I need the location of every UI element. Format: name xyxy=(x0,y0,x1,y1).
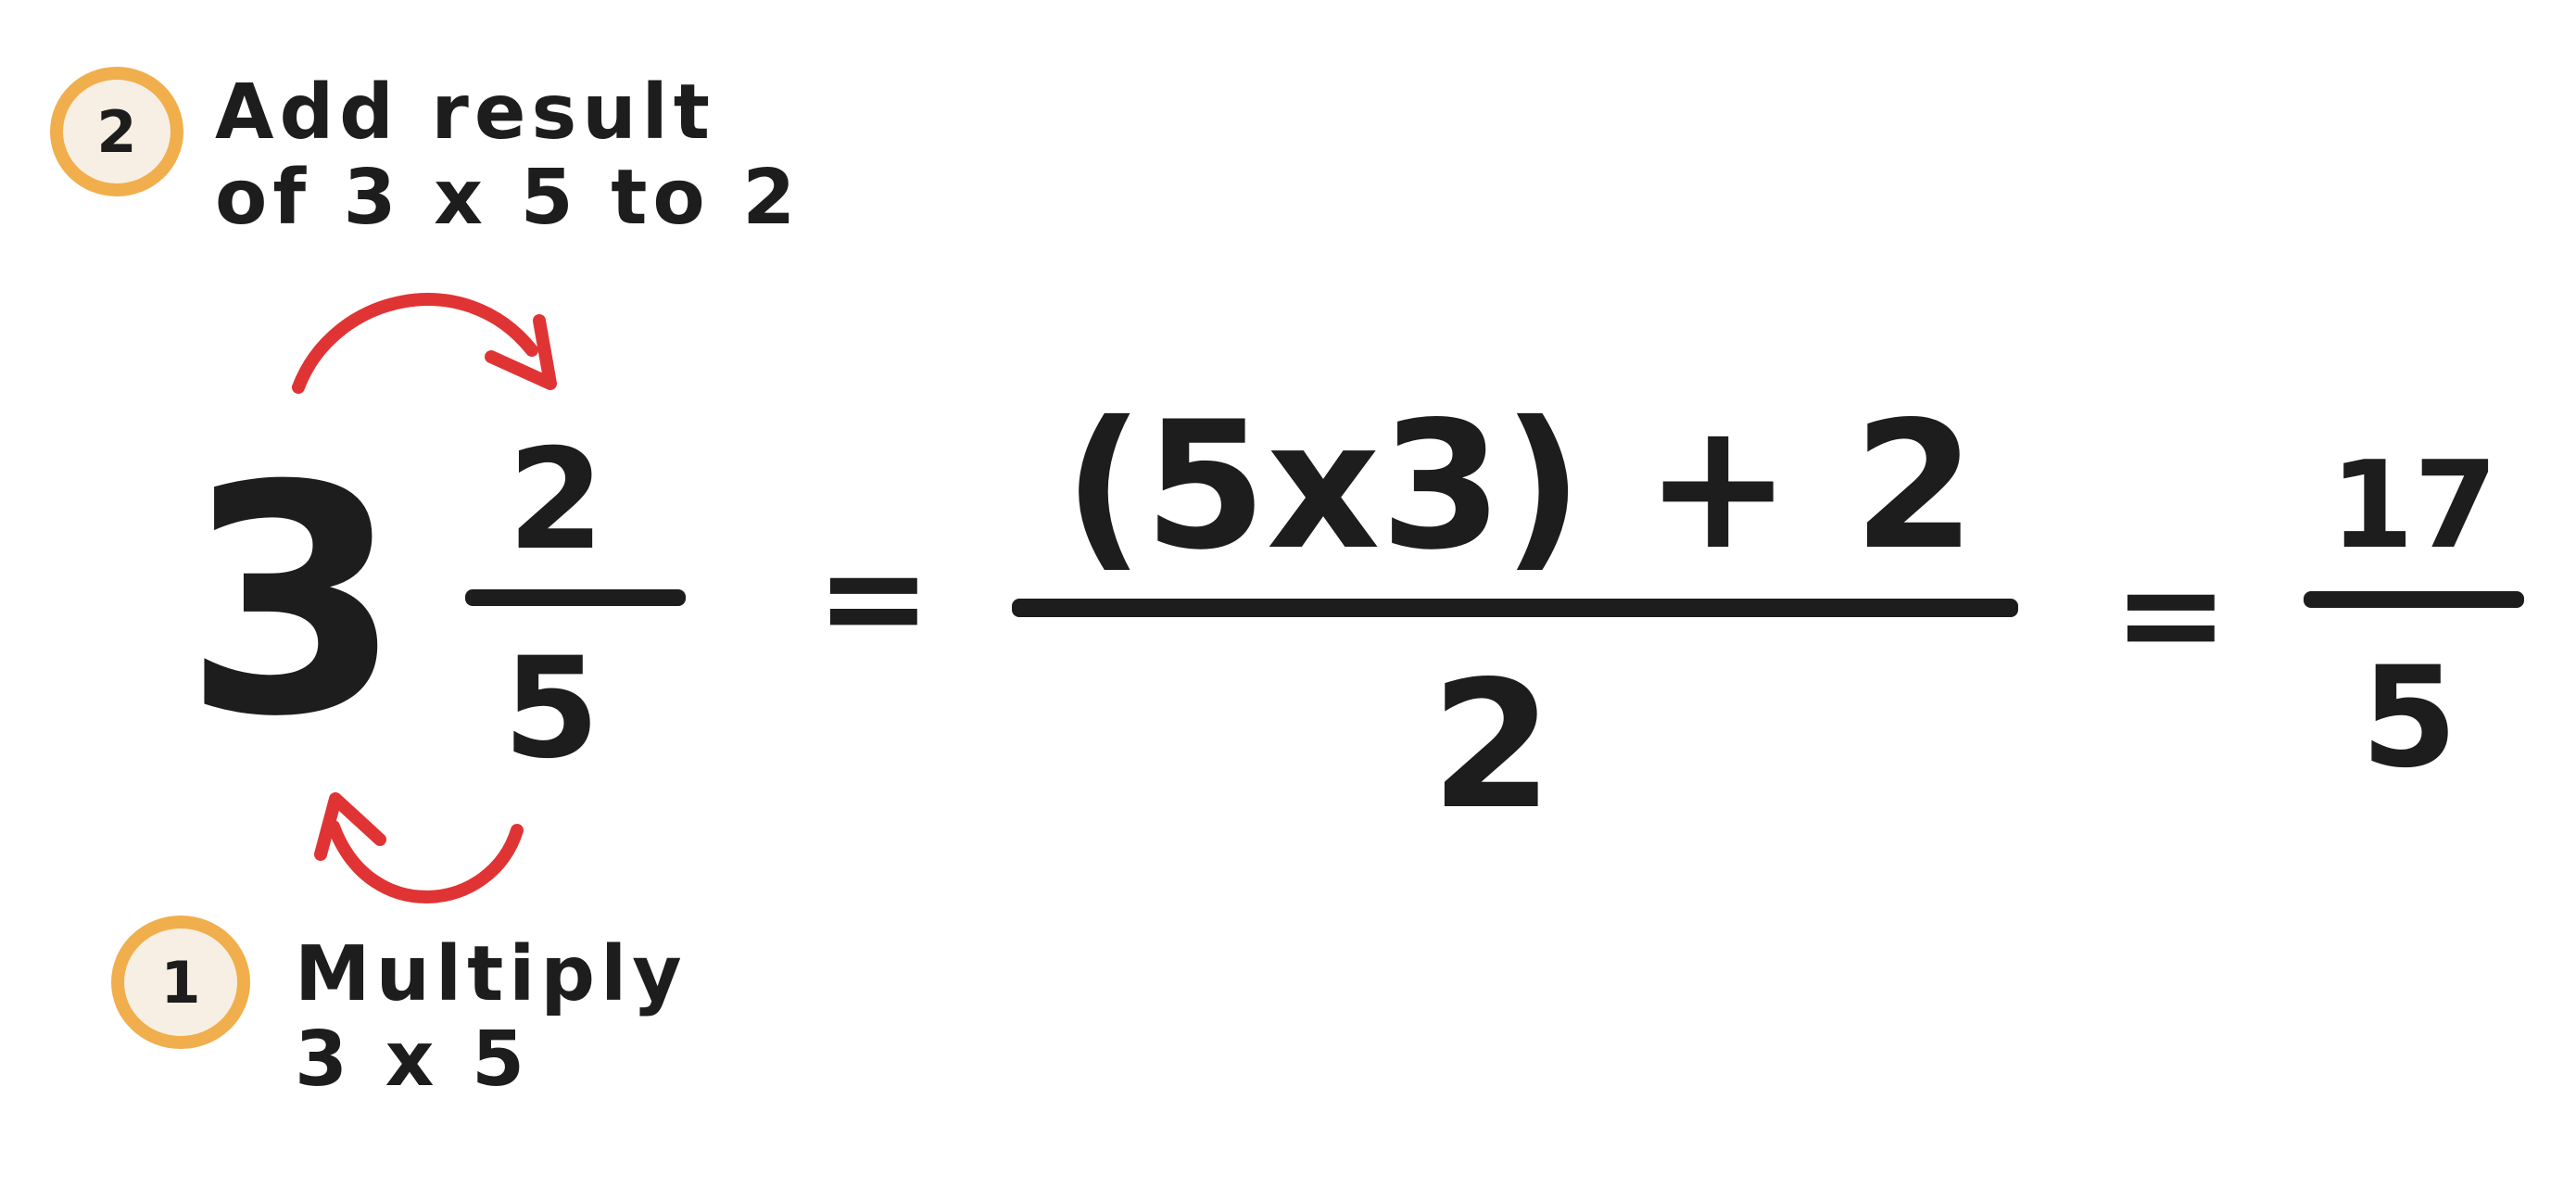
top-curved-arrow-icon xyxy=(292,293,557,394)
expanded-fraction-bar xyxy=(1012,599,2018,617)
step-one-note: Multiply 3 x 5 xyxy=(295,932,688,1103)
expanded-denominator: 2 xyxy=(1430,643,1554,848)
bottom-curved-arrow-icon xyxy=(314,792,524,903)
mixed-denominator: 5 xyxy=(502,628,600,789)
step-one-line1: Multiply xyxy=(295,930,688,1018)
step-two-line2: of 3 x 5 to 2 xyxy=(215,153,802,242)
result-denominator: 5 xyxy=(2360,638,2458,799)
step-one-number: 1 xyxy=(160,948,201,1017)
expanded-numerator: (5x3) + 2 xyxy=(1063,384,1976,588)
step-two-line1: Add result xyxy=(215,69,715,157)
result-numerator: 17 xyxy=(2330,435,2498,575)
mixed-whole: 3 xyxy=(183,419,403,786)
step-one-line2: 3 x 5 xyxy=(295,1015,531,1104)
mixed-fraction-bar xyxy=(465,589,686,606)
step-two-number: 2 xyxy=(96,97,137,166)
mixed-numerator: 2 xyxy=(507,420,605,581)
equals-sign-1: = xyxy=(815,517,932,678)
equals-sign-2: = xyxy=(2113,534,2229,695)
step-two-note: Add result of 3 x 5 to 2 xyxy=(215,70,801,241)
result-fraction-bar xyxy=(2304,591,2524,608)
